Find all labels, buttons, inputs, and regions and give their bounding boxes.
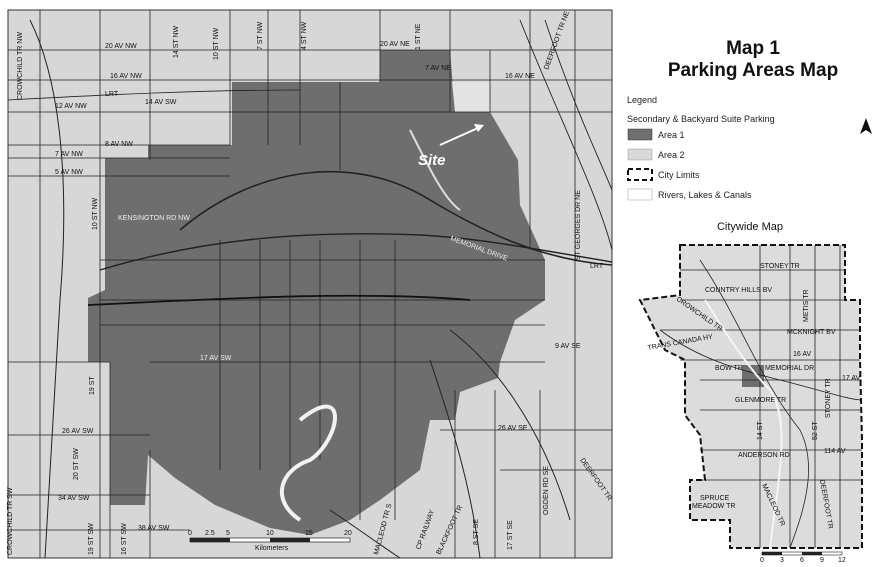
street-label: 9 AV SE (555, 343, 581, 350)
legend-label-rivers: Rivers, Lakes & Canals (658, 190, 752, 200)
street-label: 38 AV SW (138, 525, 170, 532)
street-label: 12 AV NW (55, 103, 87, 110)
citywide-label: MCKNIGHT BV (787, 329, 836, 336)
curved-features (7, 19, 613, 559)
street-label: 34 AV SW (58, 495, 90, 502)
citywide-label: SPRUCE (700, 495, 730, 502)
citywide-label: STONEY TR (825, 378, 832, 418)
street-label: 7 AV NW (55, 151, 83, 158)
legend-heading: Legend (627, 95, 658, 105)
citywide-scale-bar: 0 3 6 9 12 (760, 551, 846, 564)
legend-label-area2: Area 2 (658, 150, 685, 160)
legend-label-city-limits: City Limits (658, 170, 700, 180)
street-label: 4 ST NW (301, 21, 308, 50)
street-label: 10 ST NW (92, 197, 99, 230)
street-label: 8 AV NW (105, 141, 133, 148)
legend-swatches (627, 128, 653, 201)
cw-scale-tick: 0 (760, 557, 764, 564)
cw-scale-tick: 12 (838, 557, 846, 564)
legend-swatch-city-limits (627, 168, 653, 181)
cw-scale-tick: 9 (820, 557, 824, 564)
citywide-label: GLENMORE TR (735, 397, 786, 404)
street-label: 10 ST NW (213, 27, 220, 60)
citywide-inset-map: STONEY TR COUNTRY HILLS BV METIS TR CROW… (638, 244, 863, 564)
citywide-label: STONEY TR (760, 263, 800, 270)
citywide-label: 14 ST (757, 421, 764, 440)
street-label: LRT (590, 263, 604, 270)
legend-swatch-area2 (627, 148, 653, 161)
street-label: 1 ST NE (415, 23, 422, 50)
legend-label-area1: Area 1 (658, 130, 685, 140)
street-label: 7 AV NE (425, 65, 451, 72)
citywide-label: COUNTRY HILLS BV (705, 287, 772, 294)
street-label: 7 ST NW (257, 21, 264, 50)
citywide-label: METIS TR (803, 289, 810, 322)
citywide-label: BOW TR (715, 365, 743, 372)
street-label: 20 ST SW (73, 448, 80, 480)
city-limits-outline (638, 244, 863, 549)
citywide-map-title: Citywide Map (716, 221, 784, 233)
street-label: 16 AV NW (110, 73, 142, 80)
scale-label: Kilometers (255, 545, 289, 552)
scale-tick: 10 (266, 530, 274, 537)
street-label: 26 AV SW (62, 428, 94, 435)
scale-tick: 15 (305, 530, 313, 537)
street-label: OGDEN RD SE (543, 466, 550, 515)
roads (8, 10, 612, 558)
street-label: 19 ST (89, 376, 96, 395)
site-label: Site (418, 152, 446, 169)
street-label: 17 ST SE (507, 520, 514, 550)
map-subtitle: Parking Areas Map (667, 60, 839, 81)
street-label: LRT (105, 91, 119, 98)
street-label: 26 AV SE (498, 425, 528, 432)
citywide-label: 16 AV (793, 351, 811, 358)
street-label: KENSINGTON RD NW (118, 215, 190, 222)
street-label: 5 AV NW (55, 169, 83, 176)
street-label: 16 ST SW (121, 523, 128, 555)
scale-bar: 0 2.5 5 10 15 20 Kilometers (188, 530, 352, 552)
street-label: 19 ST SW (88, 523, 95, 555)
scale-tick: 20 (344, 530, 352, 537)
cw-scale-tick: 6 (800, 557, 804, 564)
street-label: 14 ST NW (173, 25, 180, 58)
map-title: Map 1 (726, 38, 780, 59)
citywide-label: 17 AV (842, 375, 860, 382)
site-arrow (439, 124, 484, 146)
citywide-label: MEMORIAL DR (765, 365, 814, 372)
scale-tick: 5 (226, 530, 230, 537)
street-label: 16 AV NE (505, 73, 535, 80)
citywide-label: 114 AV (824, 448, 846, 455)
street-label: CROWCHILD TR NW (17, 32, 24, 100)
north-arrow-icon (860, 118, 872, 134)
scale-tick: 0 (188, 530, 192, 537)
street-label: 20 AV NW (105, 43, 137, 50)
street-label: 20 AV NE (380, 41, 410, 48)
citywide-label: 52 ST (812, 421, 819, 440)
legend-swatch-rivers (627, 188, 653, 201)
street-label: CROWCHILD TR SW (7, 487, 14, 555)
inset-area1 (742, 365, 764, 387)
scale-tick: 2.5 (205, 530, 215, 537)
legend-swatch-area1 (627, 128, 653, 141)
street-label: 17 AV SW (200, 355, 232, 362)
area2-polygon (452, 82, 490, 112)
legend-subheading: Secondary & Backyard Suite Parking (627, 114, 775, 124)
street-label: 8 ST SE (473, 519, 480, 545)
street-label: 14 AV SW (145, 99, 177, 106)
street-label: ST GEORGES DR NE (575, 190, 582, 260)
citywide-label: MEADOW TR (692, 503, 735, 510)
cw-scale-tick: 3 (780, 557, 784, 564)
citywide-label: ANDERSON RD (738, 452, 790, 459)
